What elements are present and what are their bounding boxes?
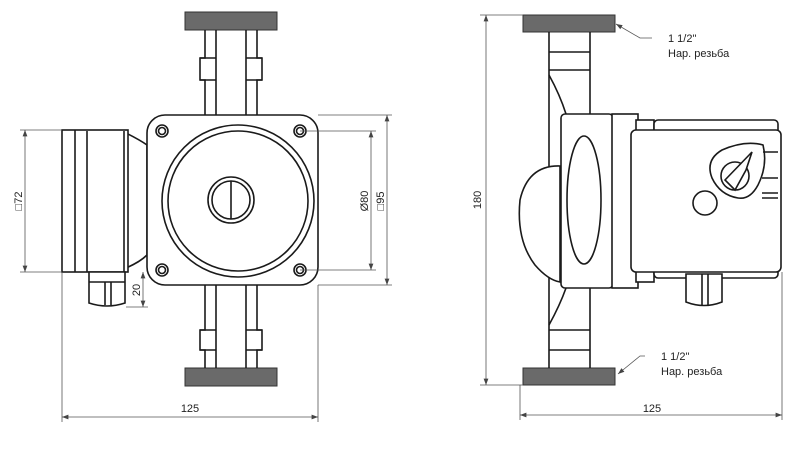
front-dimensions <box>20 114 392 422</box>
side-dimensions <box>480 14 783 420</box>
side-view: 180 125 1 1/2" Нар. резьба 1 1/2" Нар. р… <box>472 14 783 420</box>
side-pipe <box>522 14 616 386</box>
side-pump-head <box>560 113 639 289</box>
dim-body-95: □95 <box>375 192 387 211</box>
speed-selector-knob <box>709 142 778 200</box>
screw-holes <box>155 124 307 277</box>
dim-box-72: □72 <box>13 192 25 211</box>
side-volute <box>518 165 561 283</box>
front-cable-gland <box>88 271 126 307</box>
front-bottom-pipe <box>184 285 278 387</box>
dim-width-125-side: 125 <box>643 403 661 415</box>
top-thread-type: Нар. резьба <box>668 48 730 60</box>
bottom-thread-size: 1 1/2" <box>661 351 689 363</box>
dim-width-125-front: 125 <box>181 403 199 415</box>
bottom-thread-type: Нар. резьба <box>661 366 723 378</box>
indicator-light <box>692 190 718 216</box>
front-view: □72 20 Ø80 □95 125 <box>13 11 392 422</box>
front-top-pipe <box>184 11 278 118</box>
front-hub <box>207 176 255 224</box>
top-thread-size: 1 1/2" <box>668 33 696 45</box>
front-motor-circle <box>161 124 315 278</box>
side-cable-gland <box>685 273 723 307</box>
dim-height-180: 180 <box>472 191 484 209</box>
dim-junction-20: 20 <box>131 284 143 296</box>
dim-circle-80: Ø80 <box>359 191 371 212</box>
front-terminal-box <box>61 129 148 273</box>
